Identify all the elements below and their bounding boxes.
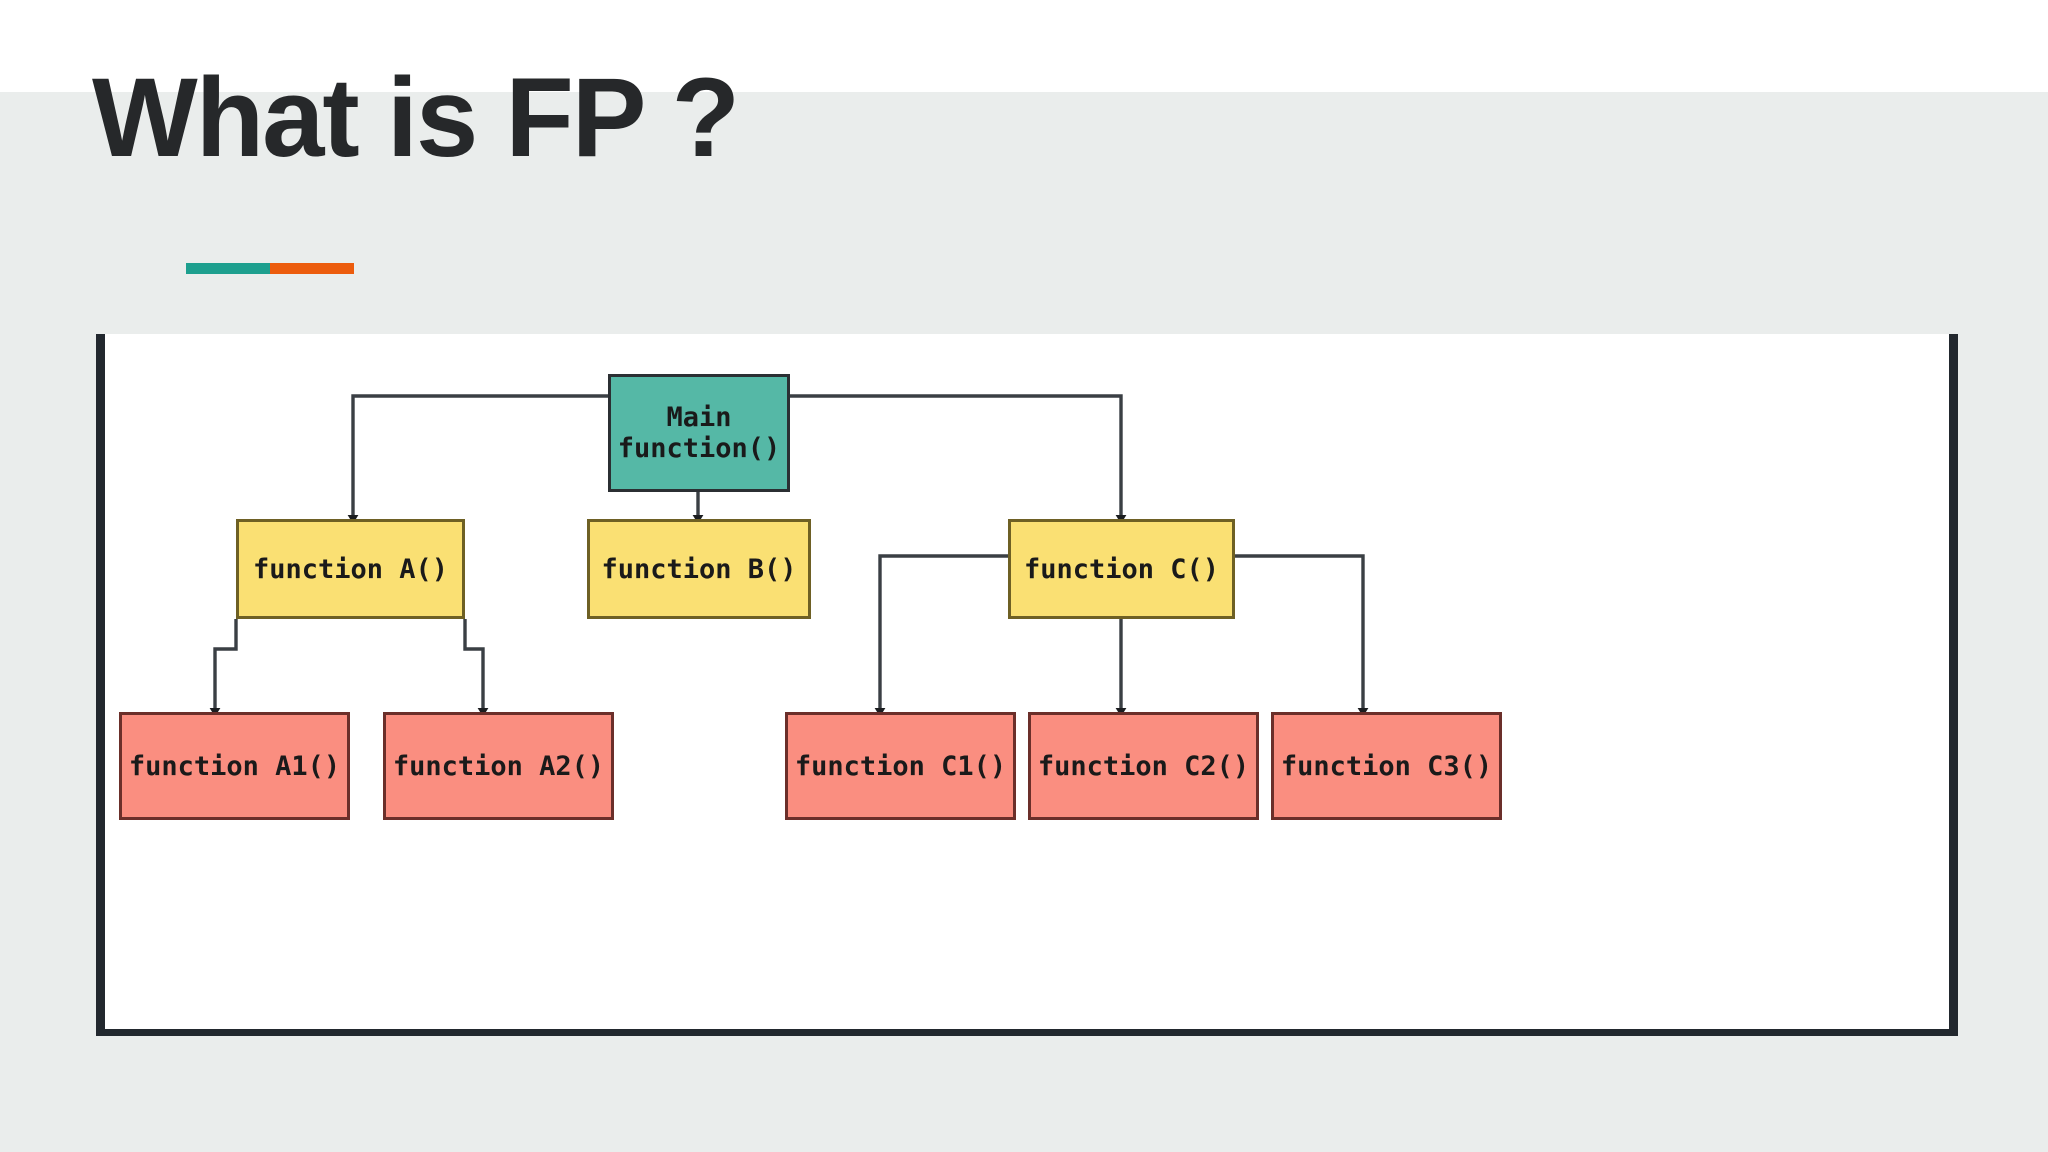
node-main-function[interactable]: Main function() <box>608 374 790 492</box>
accent-divider <box>186 263 354 274</box>
node-function-c[interactable]: function C() <box>1008 519 1235 619</box>
diagram-frame: Main function() function A() function B(… <box>96 334 1958 1036</box>
node-function-c3[interactable]: function C3() <box>1271 712 1502 820</box>
node-function-a1[interactable]: function A1() <box>119 712 350 820</box>
node-function-a2[interactable]: function A2() <box>383 712 614 820</box>
node-function-b[interactable]: function B() <box>587 519 811 619</box>
page-title: What is FP ? <box>92 55 740 180</box>
accent-divider-teal-segment <box>186 263 270 274</box>
accent-divider-orange-segment <box>270 263 354 274</box>
connector-lines <box>209 394 1369 717</box>
diagram-canvas: Main function() function A() function B(… <box>105 334 1949 1029</box>
node-function-c2[interactable]: function C2() <box>1028 712 1259 820</box>
node-function-c1[interactable]: function C1() <box>785 712 1016 820</box>
node-function-a[interactable]: function A() <box>236 519 465 619</box>
